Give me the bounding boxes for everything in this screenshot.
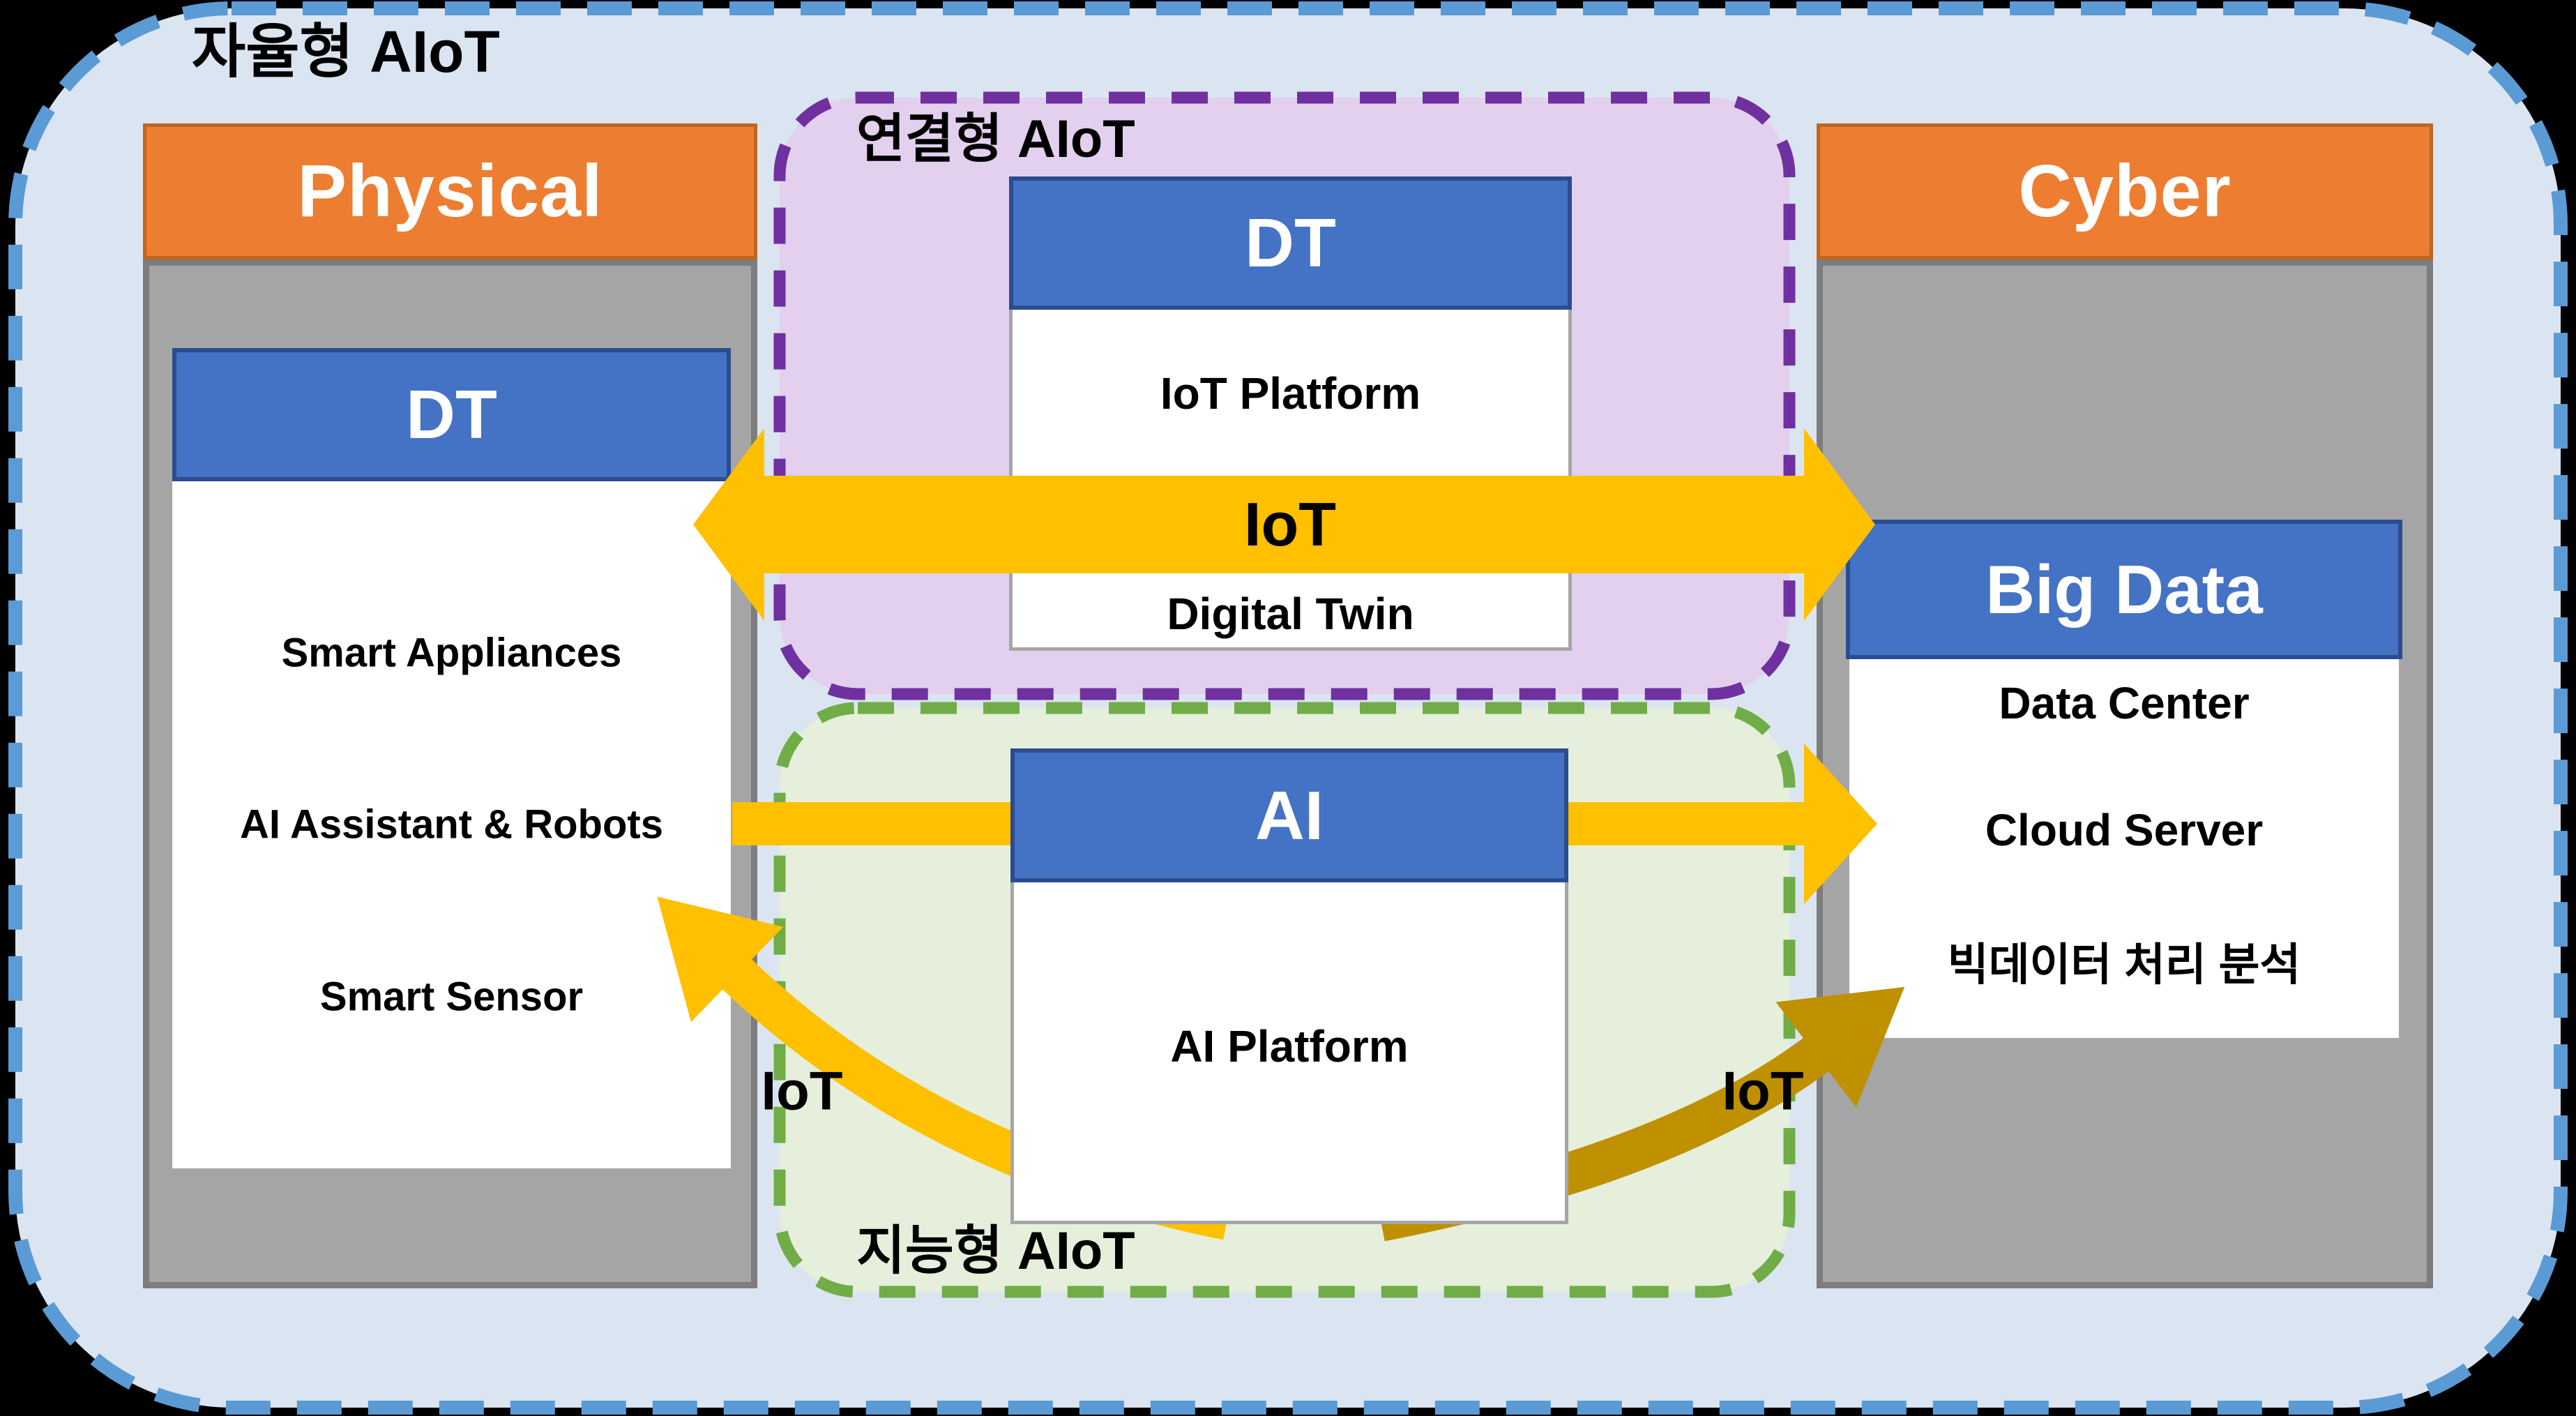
intelligent-zone-label: 지능형 AIoT	[856, 1221, 1135, 1281]
ai-panel-body: AI Platform	[1010, 882, 1568, 1224]
connected-zone-label: 연결형 AIoT	[856, 110, 1135, 169]
cyber-item-bigdata-analysis: 빅데이터 처리 분석	[1947, 940, 2301, 990]
top-arrow-iot-label: IoT	[1244, 490, 1336, 559]
left-curved-arrow-iot-label: IoT	[761, 1060, 843, 1122]
autonomous-zone-label: 자율형 AIoT	[192, 19, 500, 84]
ai-panel-title: AI	[1255, 776, 1324, 854]
physical-dt-panel-body: Smart Appliances AI Assistant & Robots S…	[172, 481, 731, 1168]
connected-item-digital-twin: Digital Twin	[1167, 589, 1414, 639]
cyber-item-cloud-server: Cloud Server	[1985, 805, 2264, 855]
big-data-panel: Big Data Data Center Cloud Server 빅데이터 처…	[1846, 520, 2402, 1041]
connected-dt-panel-title: DT	[1245, 204, 1336, 281]
physical-item-ai-assistant-robots: AI Assistant & Robots	[240, 801, 663, 848]
connected-dt-panel-header: DT	[1009, 176, 1572, 310]
physical-header: Physical	[143, 123, 757, 259]
physical-item-smart-sensor: Smart Sensor	[319, 974, 584, 1020]
cyber-header-label: Cyber	[2018, 150, 2232, 232]
big-data-panel-header: Big Data	[1846, 520, 2402, 659]
ai-panel: AI AI Platform	[1010, 748, 1568, 1224]
cyber-header: Cyber	[1817, 123, 2433, 259]
physical-dt-panel-header: DT	[172, 348, 731, 481]
big-data-panel-title: Big Data	[1985, 550, 2263, 628]
right-curved-arrow-iot-label: IoT	[1722, 1060, 1804, 1122]
top-double-iot-arrow	[693, 428, 1875, 621]
physical-dt-panel-title: DT	[406, 376, 497, 453]
connected-item-iot-platform: IoT Platform	[1160, 368, 1421, 419]
physical-item-smart-appliances: Smart Appliances	[281, 630, 622, 676]
physical-header-label: Physical	[297, 150, 603, 232]
physical-dt-panel: DT Smart Appliances AI Assistant & Robot…	[172, 348, 731, 1168]
ai-item-ai-platform: AI Platform	[1170, 1021, 1409, 1071]
ai-panel-header: AI	[1010, 748, 1568, 882]
cyber-item-data-center: Data Center	[1999, 678, 2250, 728]
